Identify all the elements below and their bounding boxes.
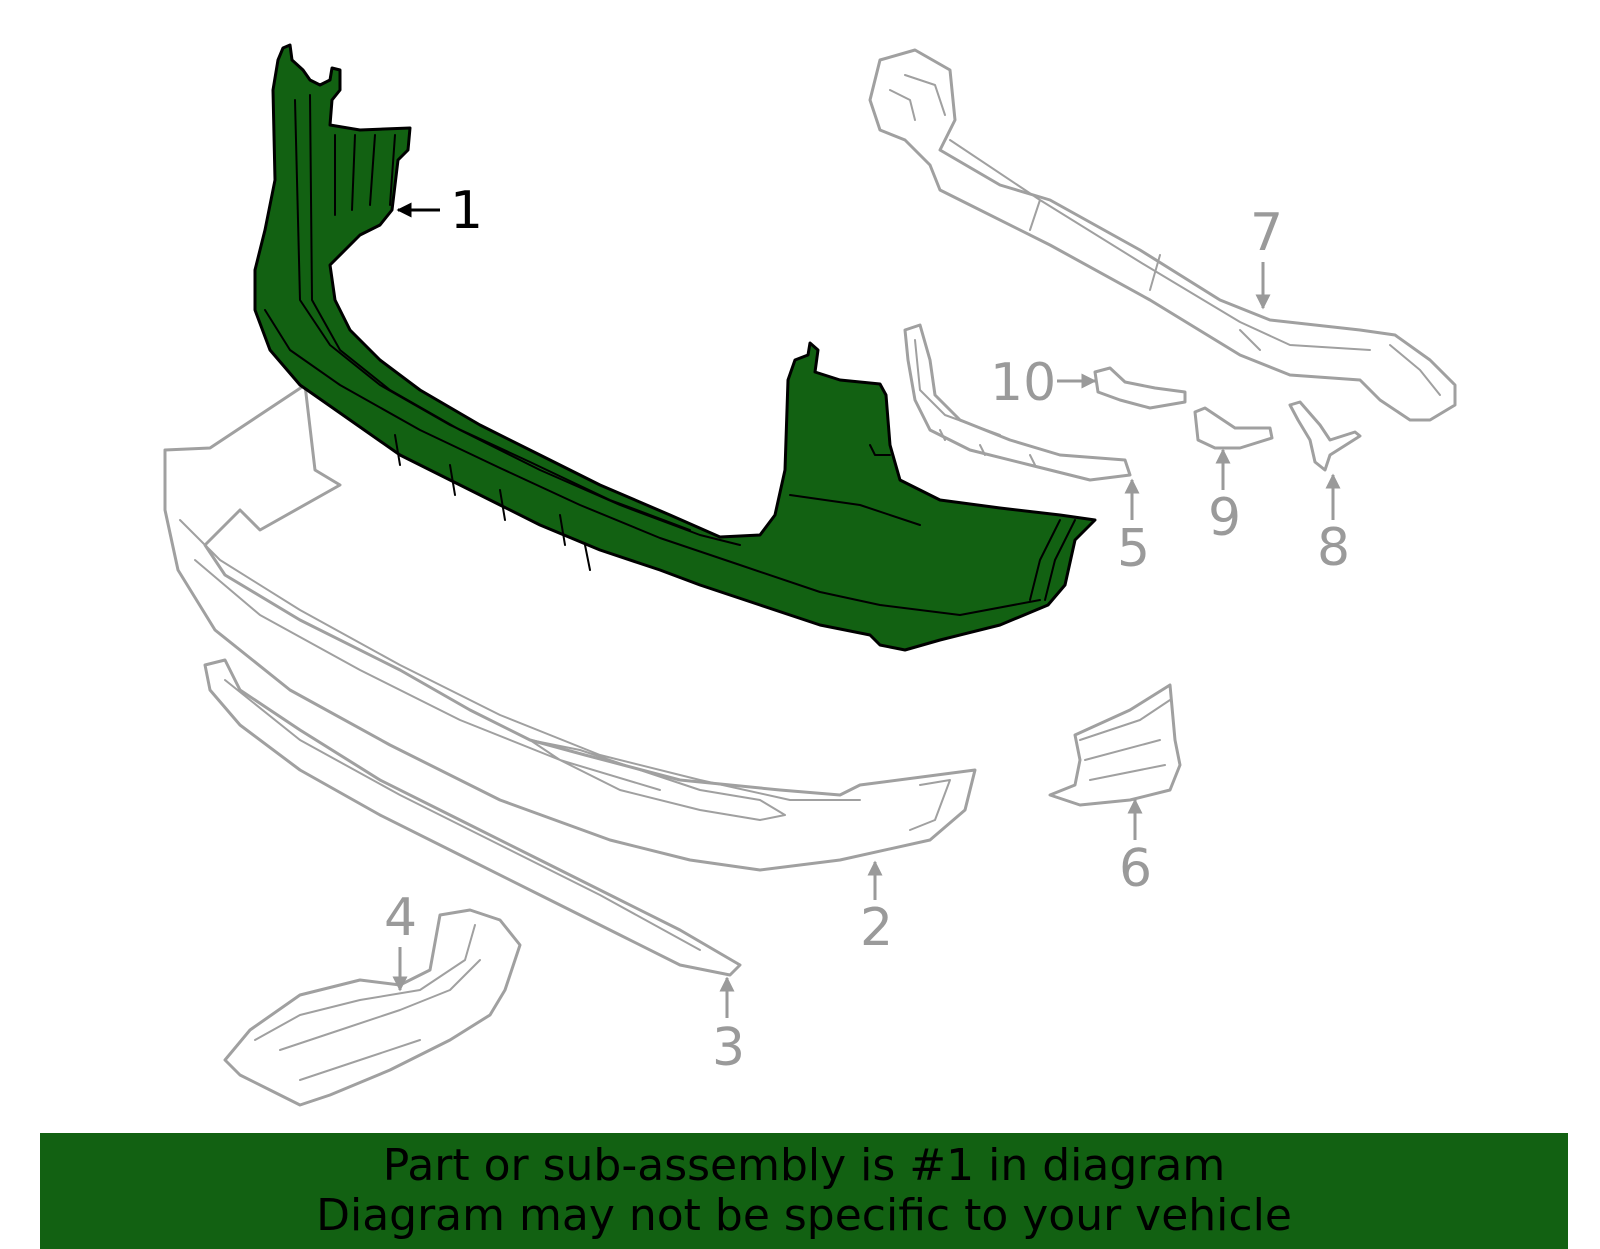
part-8-bracket [1288,400,1362,472]
part-10-bracket [1093,366,1187,410]
callout-10-label: 10 [990,353,1056,413]
part-7-reinforcement-beam [868,48,1457,422]
callout-6-label: 6 [1119,839,1152,899]
part-1-highlighted-absorber [253,43,1097,652]
callout-arrows [392,202,1341,1018]
callout-3-label: 3 [712,1018,745,1078]
part-9-bracket [1193,406,1274,450]
part-2-bumper-cover [163,383,977,872]
part-4-skid-plate [223,908,522,1107]
callout-5-label: 5 [1117,519,1150,579]
callout-8-label: 8 [1317,518,1350,578]
callout-4-label: 4 [384,888,417,948]
callout-labels: 1 2 3 4 5 6 7 8 9 10 [384,181,1350,1078]
callout-9-label: 9 [1208,488,1241,548]
banner-line-2: Diagram may not be specific to your vehi… [316,1190,1292,1241]
callout-2-label: 2 [860,898,893,958]
part-5-bracket [903,323,1132,482]
callout-1-label: 1 [450,181,483,241]
info-banner: Part or sub-assembly is #1 in diagram Di… [40,1133,1568,1249]
part-3-lower-valance [203,658,742,977]
callout-7-label: 7 [1250,203,1283,263]
part-6-corner-bracket [1048,683,1182,807]
banner-line-1: Part or sub-assembly is #1 in diagram [382,1140,1226,1191]
